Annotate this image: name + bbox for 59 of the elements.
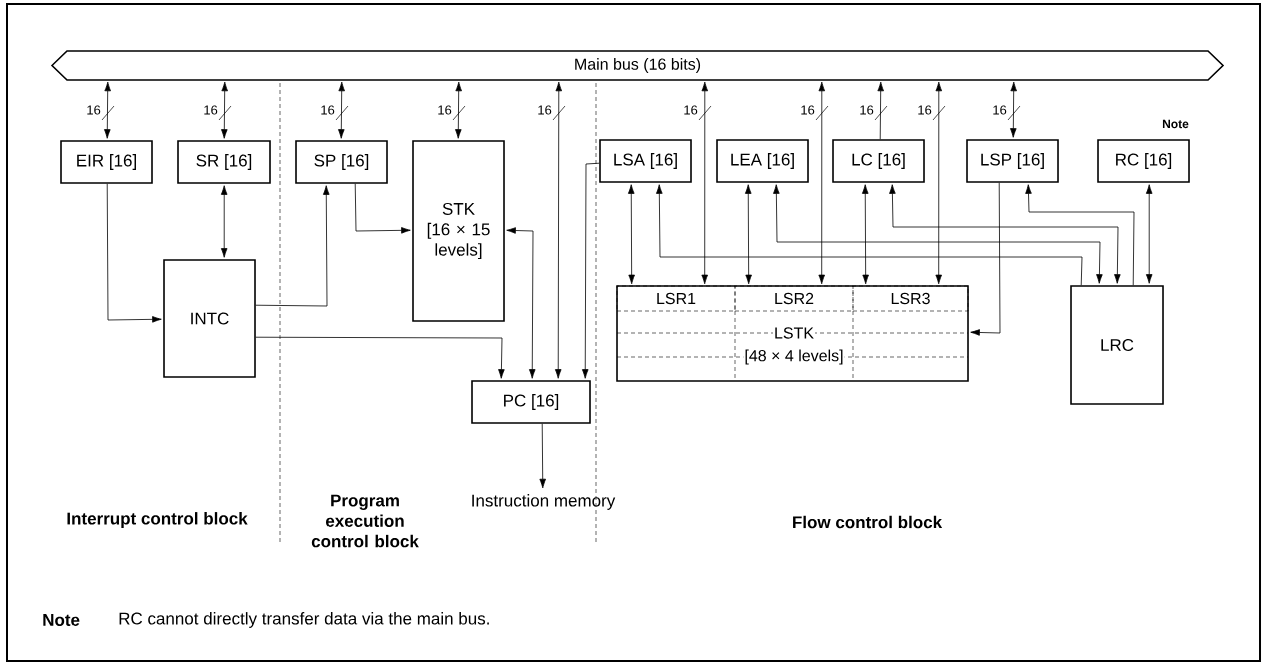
register-box: LC [16] <box>832 139 925 183</box>
controller-box: LRC <box>1070 285 1164 405</box>
arrow <box>255 185 330 307</box>
arrow <box>889 184 1121 284</box>
arrow <box>818 81 826 285</box>
block-label: Flow control block <box>793 515 943 529</box>
register-box: PC [16] <box>471 380 591 424</box>
bus-width-label: 16 <box>538 105 552 115</box>
note-text: RC cannot directly transfer data via the main bus. <box>119 612 489 628</box>
bus-width-label: 16 <box>684 105 698 115</box>
bus-width-label: 16 <box>204 105 218 115</box>
register-box: LSA [16] <box>599 139 692 183</box>
register-box: LEA [16] <box>716 139 809 183</box>
block-label: Program execution control block <box>311 494 419 548</box>
bus-width-label: 16 <box>438 105 452 115</box>
arrow <box>106 183 162 323</box>
arrow <box>1010 81 1017 138</box>
register-box: EIR [16] <box>60 140 153 184</box>
arrow <box>862 184 869 285</box>
arrow <box>554 81 563 379</box>
stack-cell: LSR2 <box>734 285 854 312</box>
note-marker: Note <box>1162 119 1189 129</box>
arrow <box>1025 184 1135 286</box>
bus-width-label: 16 <box>321 105 335 115</box>
bus-width-label: 16 <box>87 105 101 115</box>
arrow <box>221 81 228 139</box>
note-label: Note <box>43 614 80 626</box>
register-box: RC [16] <box>1097 139 1190 183</box>
bus-width-label: 16 <box>860 105 874 115</box>
bus-width-label: 16 <box>801 105 815 115</box>
stack-cell: LSR3 <box>852 285 969 312</box>
arrow <box>338 81 345 139</box>
bus-width-label: 16 <box>993 105 1007 115</box>
arrow <box>1145 184 1153 284</box>
arrow <box>656 184 1083 286</box>
arrow <box>354 183 411 234</box>
arrow <box>104 81 111 139</box>
arrow <box>455 81 462 139</box>
arrow <box>539 423 546 489</box>
arrow <box>970 182 1001 336</box>
arrow <box>220 185 228 258</box>
arrow <box>506 227 536 379</box>
arrow <box>773 184 1103 284</box>
controller-box: INTC <box>163 259 256 378</box>
arrow <box>745 184 752 285</box>
arrow <box>877 81 884 140</box>
block-label: Interrupt control block <box>67 512 248 528</box>
arrow <box>628 184 635 285</box>
register-box: SP [16] <box>295 140 388 184</box>
stack-box: STK [16 × 15 levels] <box>412 140 505 322</box>
memory-label: Instruction memory <box>472 494 616 510</box>
arrow <box>935 81 943 285</box>
stack-cell: LSR1 <box>616 285 736 312</box>
arrow <box>582 162 600 379</box>
arrow <box>701 81 709 285</box>
register-box: LSP [16] <box>966 139 1059 183</box>
register-box: SR [16] <box>177 140 271 184</box>
bus-width-label: 16 <box>918 105 932 115</box>
arrow <box>255 336 505 379</box>
